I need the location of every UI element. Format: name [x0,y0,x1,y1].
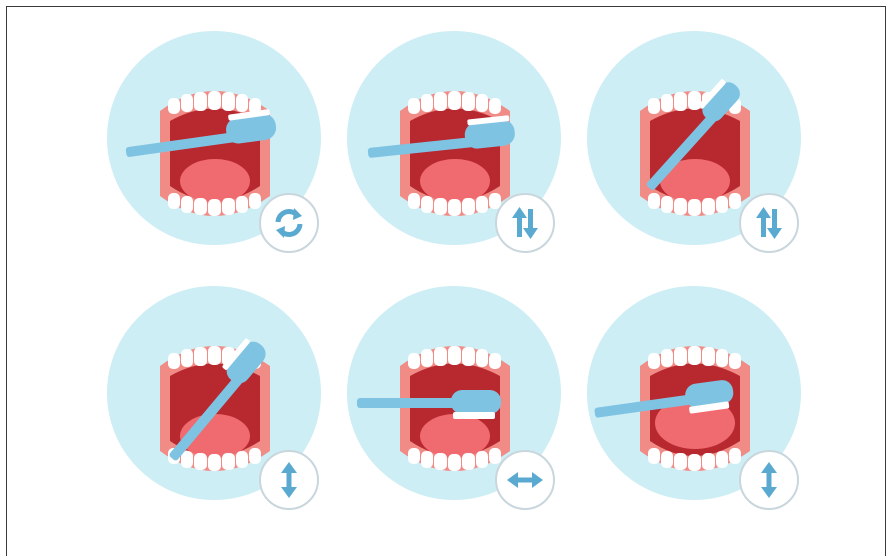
rotate-arrows-icon [261,195,317,251]
step-2-outer-surface-up-down [347,31,561,245]
motion-badge [259,193,319,253]
up-down-arrows-icon [497,195,553,251]
step-5-chewing-surface [347,286,561,500]
motion-badge [739,193,799,253]
mouth-open [400,91,510,216]
step-1-outer-surface-circular [107,31,321,245]
vertical-double-arrow-icon [261,452,317,508]
motion-badge [495,193,555,253]
vertical-double-arrow-icon [741,452,797,508]
up-down-arrows-icon [741,195,797,251]
motion-badge [739,450,799,510]
step-3-inner-front-angled [587,31,801,245]
mouth-open [160,91,270,216]
motion-badge [495,450,555,510]
motion-badge [259,450,319,510]
mouth-open [640,91,750,216]
horizontal-double-arrow-icon [497,452,553,508]
step-4-inner-lower-angled [107,286,321,500]
step-6-tongue [587,286,801,500]
